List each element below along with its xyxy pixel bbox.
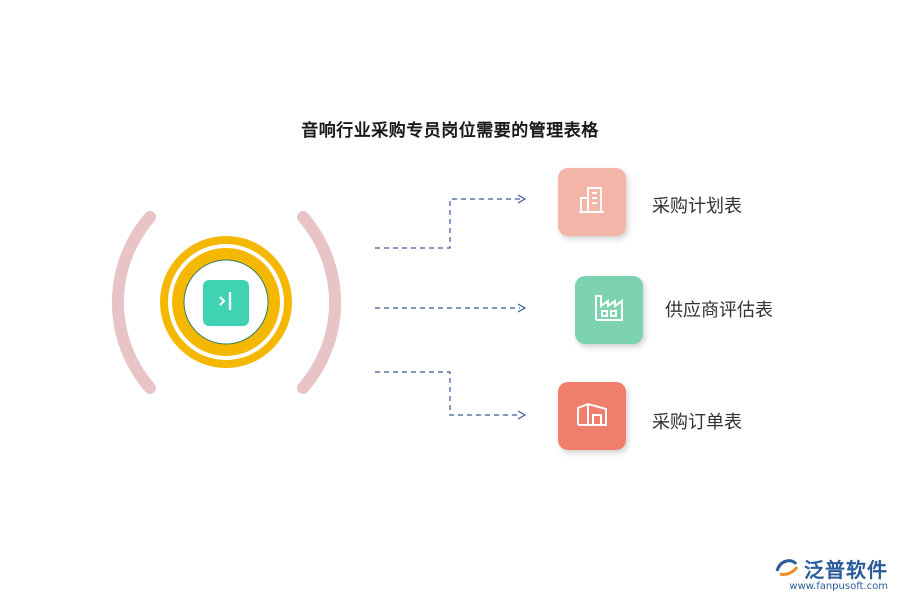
item-label-1: 采购计划表 [652,196,742,217]
logo-name: 泛普软件 [804,558,888,582]
left-arc [111,211,156,394]
page-title: 音响行业采购专员岗位需要的管理表格 [301,121,599,141]
item-tile-2 [575,276,643,344]
arrow-head-1 [517,194,527,204]
right-arc [297,211,342,394]
center-icon-tile [203,280,249,326]
sidebar-toggle-icon [211,286,241,320]
arrow-head-2 [517,303,527,313]
arrow-head-3 [517,410,527,420]
connector-3 [375,371,520,416]
brand-logo: 泛普软件 www.fanpusoft.com [774,554,888,592]
item-label-3: 采购订单表 [652,412,742,433]
item-label-2: 供应商评估表 [665,300,773,321]
item-tile-3 [558,382,626,450]
factory-icon [591,290,627,330]
warehouse-icon [574,396,610,436]
logo-url: www.fanpusoft.com [789,581,888,592]
item-tile-1 [558,168,626,236]
connector-1 [375,198,520,249]
building-icon [575,183,609,221]
logo-swirl-icon [774,556,800,582]
